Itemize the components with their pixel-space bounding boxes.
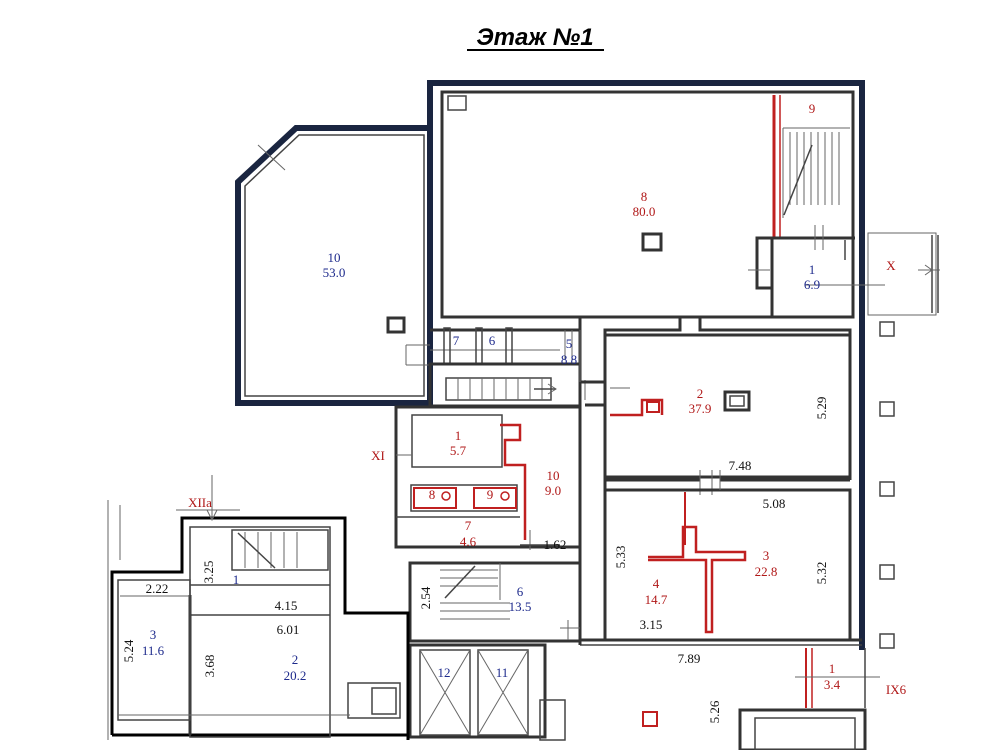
room-8-wc-num: 8 [429, 487, 436, 502]
room-1-south-num: 1 [829, 661, 836, 676]
room-7-core-area: 4.6 [460, 534, 477, 549]
room-8-num: 8 [641, 189, 648, 204]
room-4-east-num: 4 [653, 576, 660, 591]
dim-3-15: 3.15 [640, 617, 663, 632]
dim-3-25: 3.25 [201, 561, 216, 584]
dimension-ticks [579, 330, 721, 490]
marker-x: X [886, 258, 896, 273]
dim-1-62: 1.62 [544, 537, 567, 552]
dim-3-68: 3.68 [202, 655, 217, 678]
room-9-num: 9 [809, 101, 816, 116]
marker-ix6: IX6 [886, 682, 907, 697]
room-2-east-num: 2 [697, 386, 704, 401]
room-2-east-area: 37.9 [689, 401, 712, 416]
room-1-upper-area: 6.9 [804, 277, 820, 292]
core-walls [394, 405, 582, 550]
room-3-east-num: 3 [763, 548, 770, 563]
room-1-west-num: 1 [233, 572, 240, 587]
room-10-core-num: 10 [547, 468, 560, 483]
room-5-num: 5 [566, 336, 573, 351]
corridor-walls [386, 316, 586, 408]
room-1-core-area: 5.7 [450, 443, 467, 458]
room-10-upper-num: 10 [328, 250, 341, 265]
floor-title: Этаж №1 [476, 24, 593, 51]
dim-5-29: 5.29 [814, 397, 829, 420]
upper-block-walls [427, 80, 940, 650]
room-10-upper-area: 53.0 [323, 265, 346, 280]
room-3-west-num: 3 [150, 627, 157, 642]
dim-2-22: 2.22 [146, 581, 169, 596]
room-9-wc-num: 9 [487, 487, 494, 502]
room-7-core-num: 7 [465, 518, 472, 533]
dim-5-24: 5.24 [121, 639, 136, 662]
dim-4-15: 4.15 [275, 598, 298, 613]
marker-xiia: XIIa [188, 495, 212, 510]
lift-12-num: 12 [438, 665, 451, 680]
west-wing-walls [107, 475, 410, 740]
stair-6-walls [408, 561, 582, 643]
room-4-east-area: 14.7 [645, 592, 668, 607]
dim-5-08: 5.08 [763, 496, 786, 511]
marker-xi: XI [371, 448, 385, 463]
east-block-walls [578, 317, 895, 750]
dim-5-32: 5.32 [814, 562, 829, 585]
room-10-core-area: 9.0 [545, 483, 561, 498]
dim-7-89: 7.89 [678, 651, 701, 666]
room-6-corridor-num: 6 [489, 333, 496, 348]
room-1-upper-num: 1 [809, 262, 816, 277]
room-1-core-num: 1 [455, 428, 462, 443]
entrance-markers: X XI XIIa IX6 [188, 258, 907, 697]
dim-5-33: 5.33 [613, 546, 628, 569]
dim-2-54: 2.54 [418, 586, 433, 609]
dim-6-01: 6.01 [277, 622, 300, 637]
dim-5-26: 5.26 [707, 700, 722, 723]
lift-walls [408, 643, 566, 741]
room-2-west-num: 2 [292, 652, 299, 667]
lift-11-num: 11 [496, 665, 509, 680]
room-3-east-area: 22.8 [755, 564, 778, 579]
room-labels: 10 53.0 8 80.0 9 1 6.9 7 6 5 8.8 2 37.9 … [142, 101, 841, 692]
dimension-labels: 5.29 7.48 5.08 5.33 5.32 3.15 7.89 5.26 … [121, 397, 829, 724]
room-6-stair-area: 13.5 [509, 599, 532, 614]
room-7-corridor-num: 7 [453, 333, 460, 348]
dim-7-48: 7.48 [729, 458, 752, 473]
room-6-stair-num: 6 [517, 584, 524, 599]
room-2-west-area: 20.2 [284, 668, 307, 683]
room-1-south-area: 3.4 [824, 677, 841, 692]
room-8-area: 80.0 [633, 204, 656, 219]
room-5-area: 8.8 [561, 352, 577, 367]
room-3-west-area: 11.6 [142, 643, 165, 658]
